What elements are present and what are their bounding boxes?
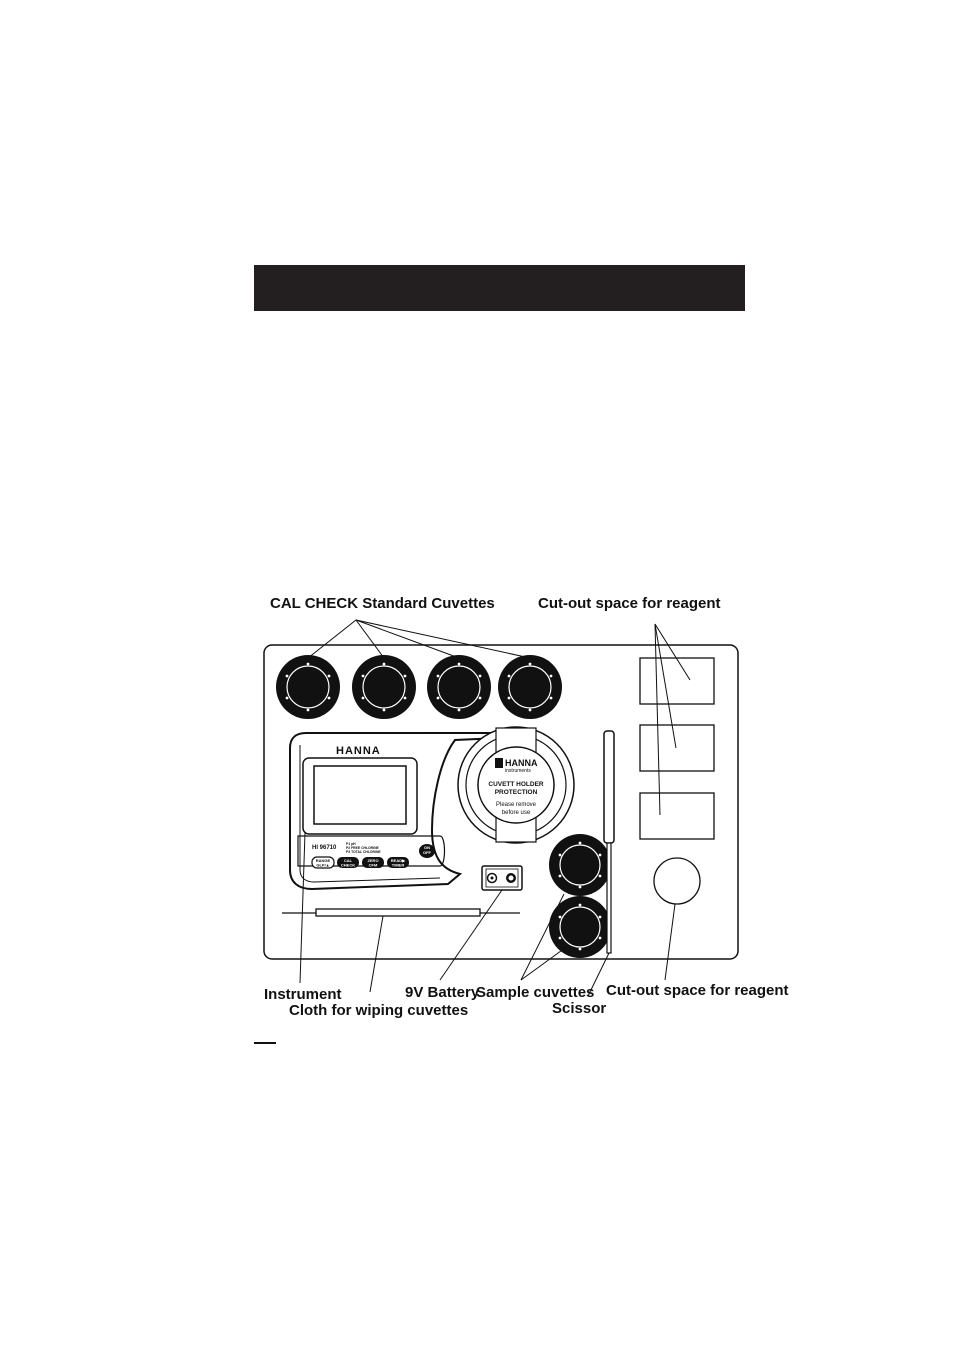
cal-check-cuvette — [498, 655, 562, 719]
label-cloth: Cloth for wiping cuvettes — [289, 1002, 468, 1019]
reagent-cutout-slot — [639, 657, 715, 705]
button-label: CHECK — [341, 863, 355, 868]
cap-title: PROTECTION — [495, 789, 538, 796]
button-label: READ▶ — [391, 858, 406, 863]
param-label: P1 pH — [346, 842, 356, 846]
power-label: ON — [424, 845, 430, 850]
param-label: P2 FREE CHLORINE — [346, 846, 380, 850]
cap-title: CUVETT HOLDER — [488, 781, 544, 788]
reagent-cutout-slot — [639, 724, 715, 772]
button-label: CFM — [369, 863, 378, 868]
param-label: P3 TOTAL CHLORINE — [346, 850, 381, 854]
lcd-display — [313, 765, 407, 825]
battery-9v — [481, 865, 523, 891]
label-cutout-reagent-top: Cut-out space for reagent — [538, 595, 721, 612]
scissor — [603, 730, 615, 954]
cap-brand: HANNA — [505, 758, 538, 768]
button-label: TIMER — [392, 863, 405, 868]
button-label: GLP/▲ — [316, 863, 329, 868]
wiping-cloth — [282, 908, 520, 917]
label-cal-check-cuvettes: CAL CHECK Standard Cuvettes — [270, 595, 495, 612]
leader-lines — [299, 619, 691, 997]
button-label: RANGE — [316, 858, 331, 863]
read-button[interactable]: READ▶ TIMER — [387, 857, 409, 868]
cal-check-cuvette — [352, 655, 416, 719]
button-label: CAL — [344, 858, 353, 863]
label-scissor: Scissor — [552, 1000, 606, 1017]
reagent-cutout-slot — [639, 792, 715, 840]
zero-button[interactable]: ZERO CFM — [362, 857, 384, 868]
power-label: OFF — [423, 850, 432, 855]
label-cutout-reagent-bottom: Cut-out space for reagent — [606, 982, 789, 999]
model-label: HI 96710 — [312, 845, 337, 851]
instrument-brand: HANNA — [336, 745, 381, 757]
carry-case-outline — [263, 644, 739, 960]
cap-note: before use — [502, 810, 531, 816]
instrument: HANNA HI 96710 P1 pH P2 FREE CHLORINE P3… — [289, 732, 501, 891]
footer-rule — [254, 1042, 276, 1044]
label-sample-cuvettes: Sample cuvettes — [476, 984, 594, 1001]
sample-cuvette — [549, 834, 611, 896]
cuvette-holder-protection: HANNA instruments CUVETT HOLDER PROTECTI… — [420, 726, 575, 844]
cap-brand-sub: instruments — [505, 768, 531, 774]
reagent-cutout-round — [653, 857, 701, 905]
button-label: ZERO — [367, 858, 378, 863]
section-header-bar — [254, 265, 745, 311]
cal-check-cuvette — [427, 655, 491, 719]
power-button[interactable]: ON OFF — [419, 844, 435, 858]
cap-note: Please remove — [496, 802, 537, 808]
label-battery: 9V Battery — [405, 984, 480, 1001]
cal-check-cuvette — [276, 655, 340, 719]
label-instrument: Instrument — [264, 986, 342, 1003]
range-button[interactable]: RANGE GLP/▲ — [311, 856, 335, 869]
sample-cuvette — [549, 896, 611, 958]
cal-check-button[interactable]: CAL CHECK — [337, 857, 359, 868]
